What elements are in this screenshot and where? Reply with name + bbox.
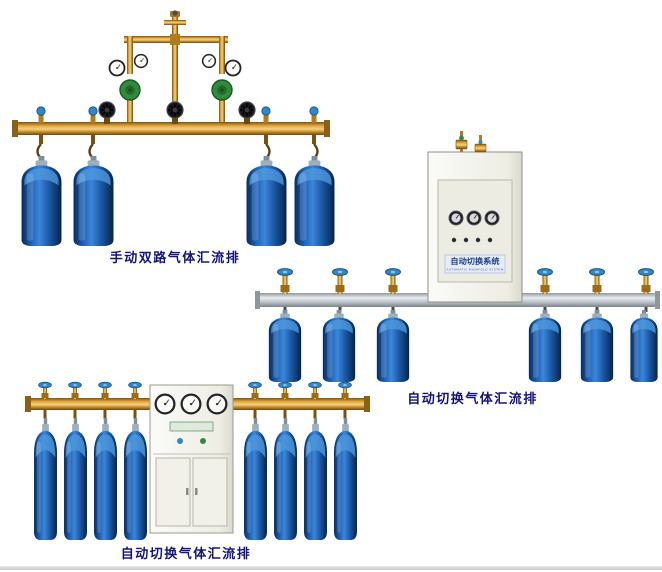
cabinet-sub-label: AUTOMATIC MANIFOLD SYSTEM — [446, 268, 503, 272]
cylinder-valve-station — [128, 381, 142, 419]
pressure-gauge — [180, 393, 202, 415]
gas-cylinder — [376, 310, 410, 382]
top-inlet-valve — [164, 10, 186, 126]
product-image-auto-switch-right: 自动切换系统 AUTOMATIC MANIFOLD SYSTEM — [255, 125, 660, 387]
cabinet-label: 自动切换系统 — [450, 256, 500, 266]
pressure-gauge — [484, 210, 500, 226]
product-caption-auto-switch-right: 自动切换气体汇流排 — [407, 391, 538, 406]
page-bottom-border — [0, 566, 662, 570]
pipe-end-cap — [255, 291, 260, 309]
auto-switch-manifold-graphic-2 — [25, 381, 370, 540]
pressure-gauge — [224, 59, 242, 77]
gas-cylinder — [528, 310, 562, 382]
control-cabinet: 自动切换系统 AUTOMATIC MANIFOLD SYSTEM — [427, 151, 523, 303]
cylinder-valve-station — [308, 381, 322, 419]
pipe-end-cap — [324, 120, 330, 137]
gas-cylinder — [124, 418, 147, 540]
cylinder-valve-station — [278, 381, 292, 419]
shutoff-valve — [166, 101, 184, 124]
cabinet-door — [192, 457, 228, 527]
gas-cylinder — [304, 418, 327, 540]
product-caption-manual-dual: 手动双路气体汇流排 — [109, 250, 241, 265]
cylinder-valve-station — [338, 381, 352, 419]
shutoff-valve — [98, 101, 116, 124]
pressure-gauge — [154, 393, 176, 415]
cylinder-valve-station — [38, 381, 52, 419]
pipe-end-cap — [12, 120, 18, 137]
gas-cylinder — [34, 418, 57, 540]
gas-cylinder — [334, 418, 357, 540]
pressure-gauge — [466, 210, 482, 226]
regulator-station-right — [201, 36, 242, 124]
cabinet-name-plate — [169, 421, 214, 432]
cylinder-valve-station — [537, 268, 553, 312]
control-knob — [177, 438, 183, 444]
gas-cylinder — [21, 156, 62, 246]
gas-cylinder — [64, 418, 87, 540]
gas-cylinder — [322, 310, 356, 382]
regulator-station-left — [108, 36, 149, 124]
cylinder-valve-station — [589, 268, 605, 312]
cylinder-valve-station — [98, 381, 112, 419]
control-knob — [200, 438, 206, 444]
tee-fitting — [170, 34, 180, 45]
door-handle — [195, 488, 198, 495]
regulator-body — [211, 79, 233, 101]
control-cabinet — [149, 384, 234, 534]
cabinet-label-plate — [444, 254, 506, 274]
product-image-auto-switch-bottom — [20, 378, 370, 542]
cabinet-top-fittings — [455, 131, 487, 153]
cylinder-connection — [309, 106, 319, 159]
manual-dual-manifold-graphic — [12, 10, 335, 246]
cylinder-valve-station — [68, 381, 82, 419]
cylinder-valve-station — [385, 268, 401, 312]
cabinet-door — [155, 457, 191, 527]
gas-cylinder — [73, 156, 114, 246]
shutoff-valve — [238, 101, 256, 124]
cylinder-valve-station — [638, 268, 654, 312]
product-caption-auto-switch-bottom: 自动切换气体汇流排 — [120, 546, 252, 561]
pipe-end-cap — [25, 396, 31, 412]
gas-cylinder — [94, 418, 117, 540]
regulator-body — [119, 79, 141, 101]
cylinder-valve-station — [248, 381, 262, 419]
product-image-manual-dual-manifold — [10, 8, 340, 248]
cylinder-valve-station — [277, 268, 293, 312]
pressure-gauge — [448, 210, 464, 226]
gas-cylinder — [244, 418, 267, 540]
pressure-gauge — [206, 393, 228, 415]
gas-cylinder — [268, 310, 302, 382]
auto-switch-manifold-graphic: 自动切换系统 AUTOMATIC MANIFOLD SYSTEM — [255, 131, 660, 382]
manifold-pipe — [15, 122, 327, 135]
pressure-gauge — [133, 53, 149, 69]
gas-cylinder — [630, 310, 658, 382]
cylinder-connection — [88, 106, 98, 159]
pressure-gauge — [201, 53, 217, 69]
gas-cylinder — [580, 310, 614, 382]
door-handle — [186, 488, 189, 495]
pipe-end-cap — [364, 396, 370, 412]
pressure-gauge — [108, 59, 126, 77]
indicator-buttons — [451, 237, 493, 243]
cylinder-valve-station — [332, 268, 348, 312]
gas-cylinder — [274, 418, 297, 540]
pipe-end-cap — [655, 291, 660, 309]
